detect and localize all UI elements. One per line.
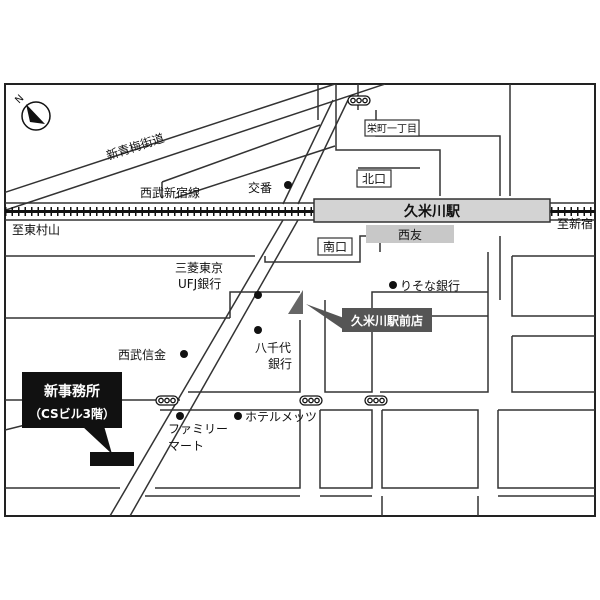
- location-dot-icon: [234, 412, 242, 420]
- sakaecho-label: 栄町一丁目: [367, 123, 417, 135]
- seiyu-building: [366, 225, 454, 243]
- to-shinjuku-label: 至新宿: [557, 216, 593, 231]
- location-dot-icon: [176, 412, 184, 420]
- landmark-hotel: ホテルメッツ: [234, 410, 317, 424]
- svg-text:銀行: 銀行: [268, 357, 292, 371]
- svg-text:ファミリー: ファミリー: [168, 422, 228, 436]
- landmark-seibu-shinkin: 西武信金: [118, 347, 188, 362]
- station-name: 久米川駅: [403, 203, 461, 220]
- store-marker-icon: [288, 290, 303, 314]
- north-arrow-icon: [26, 104, 45, 124]
- landmark-mufg: 三菱東京 UFJ銀行: [175, 261, 262, 299]
- office-callout-line1: 新事務所: [44, 383, 100, 400]
- north-exit-box: [356, 169, 392, 188]
- sakaecho-box: [364, 119, 420, 137]
- location-dot-icon: [284, 181, 292, 189]
- location-dot-icon: [254, 326, 262, 334]
- seibu-shinjuku-line-label: 西武新宿線: [140, 185, 200, 200]
- svg-text:りそな銀行: りそな銀行: [400, 279, 460, 293]
- office-building-block: [90, 452, 134, 466]
- store-callout-pointer: [306, 304, 344, 330]
- location-dot-icon: [180, 350, 188, 358]
- traffic-signal-icon: [347, 95, 371, 106]
- svg-text:UFJ銀行: UFJ銀行: [178, 277, 221, 291]
- landmark-yachiyo: 八千代 銀行: [254, 326, 292, 371]
- to-higashimurayama-label: 至東村山: [12, 223, 60, 237]
- store-callout-box: [342, 308, 432, 332]
- svg-text:三菱東京: 三菱東京: [175, 261, 223, 275]
- seiyu-label: 西友: [398, 228, 422, 242]
- station-building: [313, 198, 551, 223]
- traffic-signal-icon: [155, 395, 179, 406]
- traffic-signal-icon: [364, 395, 388, 406]
- svg-text:交番: 交番: [248, 180, 272, 195]
- landmark-familymart: ファミリー マート: [168, 412, 228, 453]
- location-dot-icon: [254, 291, 262, 299]
- store-callout-label: 久米川駅前店: [351, 313, 423, 328]
- shin-ome-kaido-road: [5, 84, 386, 212]
- landmark-resona: りそな銀行: [389, 279, 460, 293]
- office-callout-pointer: [82, 426, 112, 454]
- landmark-koban: 交番: [248, 180, 292, 195]
- svg-text:西武信金: 西武信金: [118, 347, 166, 362]
- north-exit-label: 北口: [362, 172, 386, 186]
- location-dot-icon: [389, 281, 397, 289]
- office-callout-line2: （CSビル3階）: [29, 406, 115, 421]
- south-exit-box: [317, 237, 353, 256]
- south-exit-label: 南口: [323, 239, 347, 254]
- compass: N: [13, 93, 51, 131]
- traffic-signal-icon: [299, 395, 323, 406]
- svg-text:ホテルメッツ: ホテルメッツ: [245, 410, 317, 424]
- svg-text:マート: マート: [168, 439, 204, 453]
- office-callout-box: [22, 372, 122, 428]
- svg-text:八千代: 八千代: [255, 341, 291, 355]
